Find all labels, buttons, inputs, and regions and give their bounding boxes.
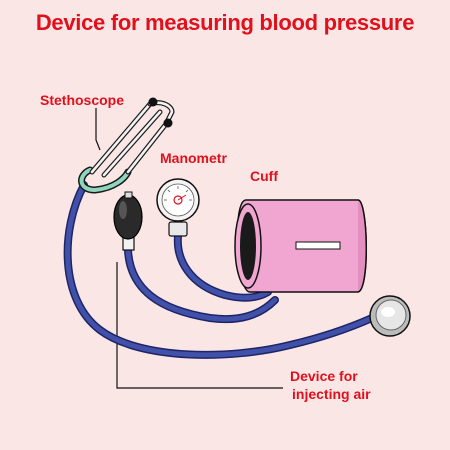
device-label-line2: injecting air — [292, 386, 371, 402]
earpiece-left — [148, 97, 158, 107]
page-title: Device for measuring blood pressure — [35, 10, 415, 35]
chest-piece — [369, 295, 411, 337]
stethoscope-leader-line — [95, 108, 101, 151]
cuff-label: Cuff — [250, 168, 278, 184]
leader-lines — [95, 108, 283, 389]
stethoscope-headset — [78, 97, 175, 194]
manometer-gauge — [156, 178, 200, 237]
stethoscope-label: Stethoscope — [40, 92, 125, 108]
device-leader-line — [116, 262, 283, 389]
device-label-line1: Device for — [290, 368, 358, 384]
manometer-label: Manometr — [160, 150, 227, 166]
earpiece-right — [163, 118, 173, 128]
cuff — [234, 199, 367, 293]
tubes — [63, 181, 376, 359]
air-bulb — [113, 191, 143, 251]
